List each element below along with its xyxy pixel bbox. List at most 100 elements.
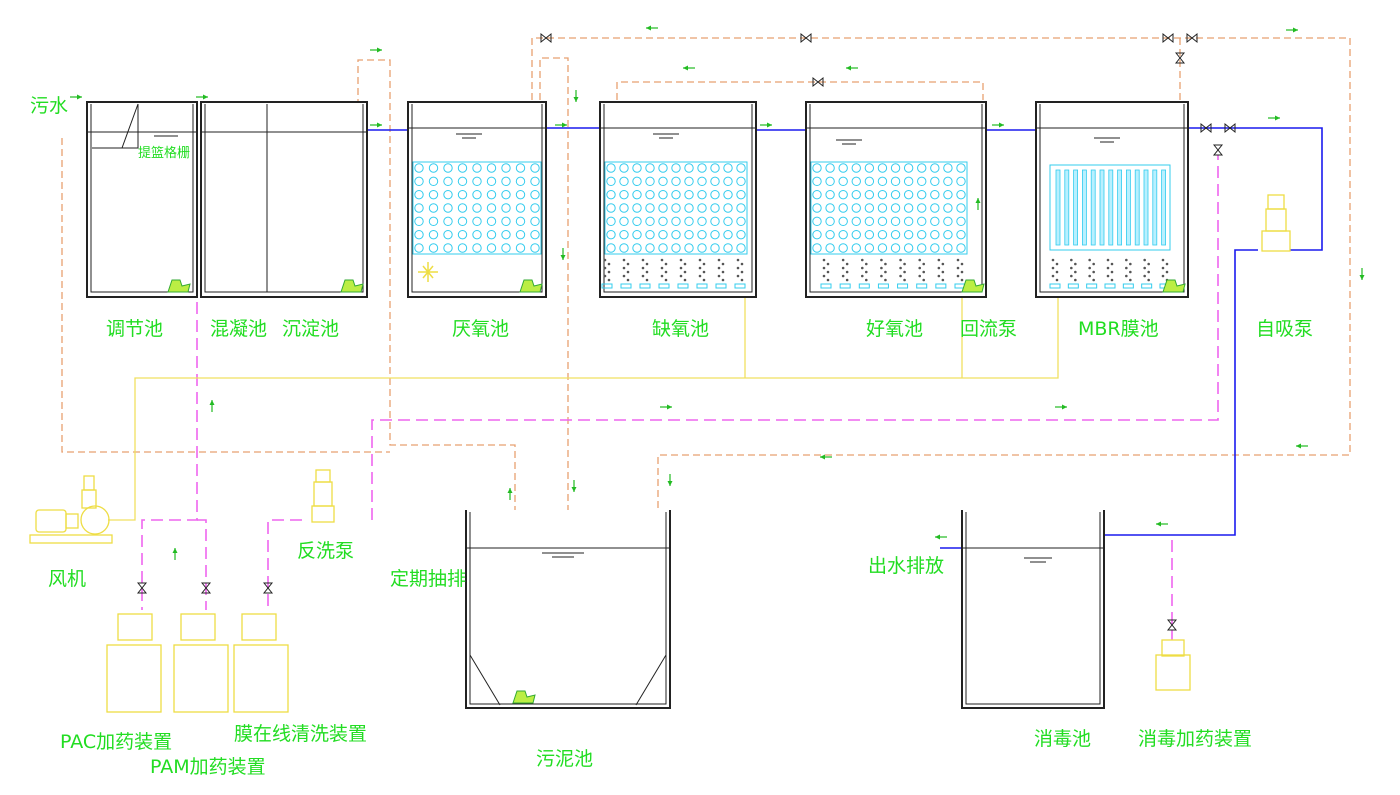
flow-arrow-head xyxy=(562,122,567,128)
media-ball xyxy=(606,189,616,200)
bubble xyxy=(922,262,926,266)
media-ball xyxy=(530,229,540,240)
media-ball xyxy=(903,203,914,213)
bubble xyxy=(1129,262,1132,266)
membrane-module xyxy=(1082,169,1087,246)
media-ball xyxy=(877,163,888,173)
media-ball xyxy=(486,216,497,227)
media-ball xyxy=(877,216,888,227)
diffuser xyxy=(677,283,689,289)
media-ball xyxy=(723,163,733,173)
media-ball xyxy=(486,229,497,240)
media-ball xyxy=(671,163,681,173)
media-ball xyxy=(671,216,681,227)
media-ball xyxy=(472,189,482,200)
bubble xyxy=(845,270,849,274)
media-ball xyxy=(864,203,875,213)
media-ball xyxy=(501,189,511,200)
media-ball xyxy=(632,216,642,227)
media-ball xyxy=(851,176,861,187)
flow-arrow-head xyxy=(573,97,579,102)
media-ball xyxy=(697,189,707,200)
media-ball xyxy=(864,189,875,200)
media-ball xyxy=(443,203,453,213)
bubble xyxy=(841,258,845,262)
media-ball xyxy=(428,203,439,213)
bubble xyxy=(1129,278,1132,282)
media-ball xyxy=(710,163,720,173)
diffuser xyxy=(1122,283,1134,289)
media-ball xyxy=(457,243,468,253)
media-ball xyxy=(530,163,540,173)
bubble xyxy=(1092,270,1095,274)
media-ball xyxy=(457,189,468,200)
media-ball xyxy=(838,203,848,213)
bubble xyxy=(941,278,945,282)
bubble xyxy=(960,262,964,266)
bubble xyxy=(721,278,725,282)
valve-icon xyxy=(1224,122,1236,134)
flow-arrow-head xyxy=(1296,443,1301,449)
bubble xyxy=(1110,278,1114,282)
media-ball xyxy=(851,216,861,227)
media-ball xyxy=(812,229,822,240)
valve-icon xyxy=(1162,32,1174,44)
diffuser xyxy=(639,283,651,289)
media-ball xyxy=(619,189,629,200)
bubble xyxy=(660,258,664,262)
bubble xyxy=(880,274,883,278)
bubble xyxy=(664,262,668,266)
bubble xyxy=(845,262,849,266)
bubble xyxy=(698,266,702,270)
media-ball xyxy=(943,216,953,227)
media-ball xyxy=(515,203,526,213)
media-ball xyxy=(530,189,540,200)
media-ball xyxy=(684,163,694,173)
bubble xyxy=(884,278,887,282)
media-ball xyxy=(472,243,482,253)
self-priming-pump-icon xyxy=(1261,194,1291,252)
media-ball xyxy=(851,189,861,200)
media-ball xyxy=(736,163,746,173)
media-ball xyxy=(443,216,453,227)
media-ball xyxy=(736,203,746,213)
coagulation-sedimentation-tank xyxy=(200,101,368,298)
flow-arrow-head xyxy=(846,65,851,71)
media-ball xyxy=(956,176,966,187)
membrane-module xyxy=(1055,169,1061,246)
membrane-module xyxy=(1152,169,1158,246)
media-ball xyxy=(812,163,822,173)
media-ball xyxy=(632,189,642,200)
bubble xyxy=(956,266,960,270)
flow-arrow-head xyxy=(646,25,651,31)
media-ball xyxy=(414,203,424,213)
media-ball xyxy=(736,216,746,227)
media-ball xyxy=(697,203,707,213)
flow-arrow-head xyxy=(507,488,513,493)
bubble xyxy=(645,262,649,266)
media-ball xyxy=(930,189,940,200)
media-ball xyxy=(903,163,914,173)
media-ball xyxy=(619,216,629,227)
bubble xyxy=(826,278,830,282)
bubble xyxy=(1125,266,1128,270)
bubble xyxy=(698,274,702,278)
media-ball xyxy=(736,243,746,253)
label-pac-dosing: PAC加药装置 xyxy=(60,731,172,753)
valve-icon xyxy=(1212,144,1224,156)
bubble xyxy=(626,270,630,274)
media-ball xyxy=(851,243,861,253)
valve-icons xyxy=(136,32,1236,631)
bubble xyxy=(1088,258,1091,262)
bubble xyxy=(1055,262,1059,266)
media-ball xyxy=(812,203,822,213)
media-ball xyxy=(486,189,497,200)
bubble xyxy=(1143,266,1146,270)
media-ball xyxy=(619,243,629,253)
media-ball xyxy=(501,163,511,173)
bubble xyxy=(864,270,868,274)
media-ball xyxy=(414,243,424,253)
bubble xyxy=(1074,270,1077,274)
bubble xyxy=(1110,270,1114,274)
aerobic-tank xyxy=(805,101,987,298)
